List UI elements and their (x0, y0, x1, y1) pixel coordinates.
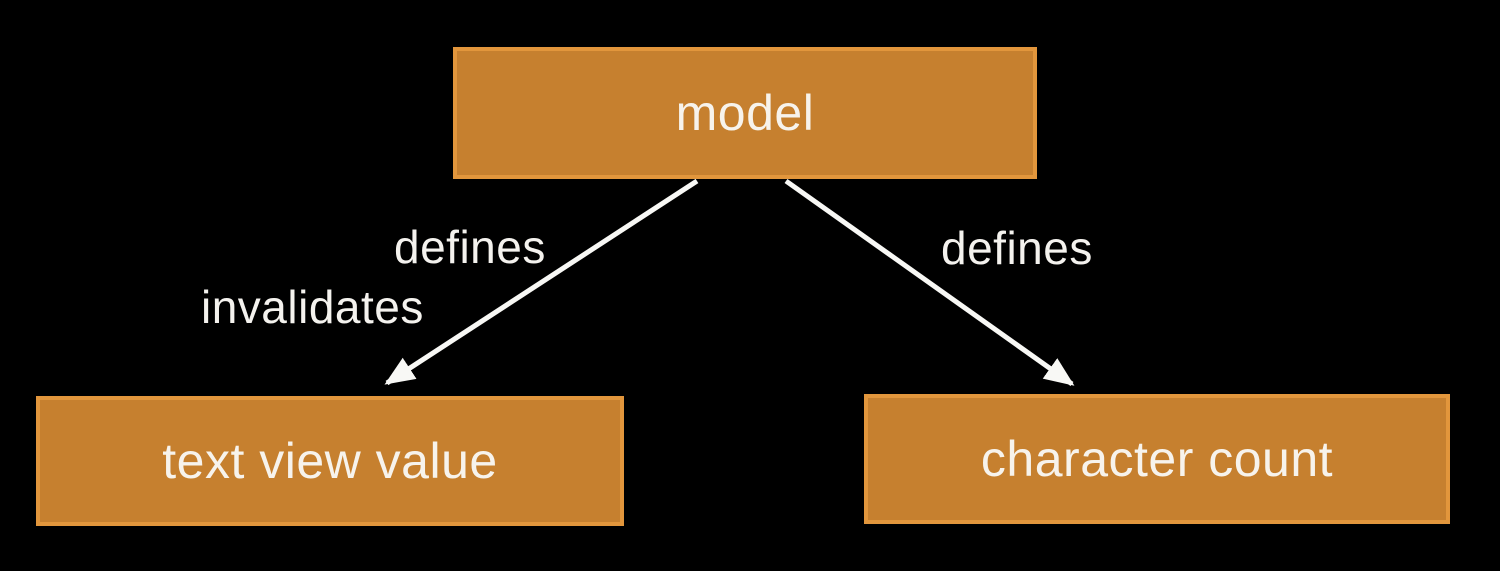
node-model: model (453, 47, 1037, 179)
node-character-count: character count (864, 394, 1450, 524)
edge-arrow-model-to-text-view-value (384, 178, 699, 386)
edge-arrow-model-to-character-count (784, 178, 1075, 387)
node-text-view-value: text view value (36, 396, 624, 526)
node-model-label: model (675, 85, 815, 141)
edge-label-defines-left: defines (394, 221, 546, 273)
node-text-view-value-label: text view value (162, 433, 498, 489)
edge-label-invalidates: invalidates (201, 281, 424, 333)
edge-label-defines-right: defines (941, 222, 1093, 274)
node-character-count-label: character count (980, 431, 1334, 487)
